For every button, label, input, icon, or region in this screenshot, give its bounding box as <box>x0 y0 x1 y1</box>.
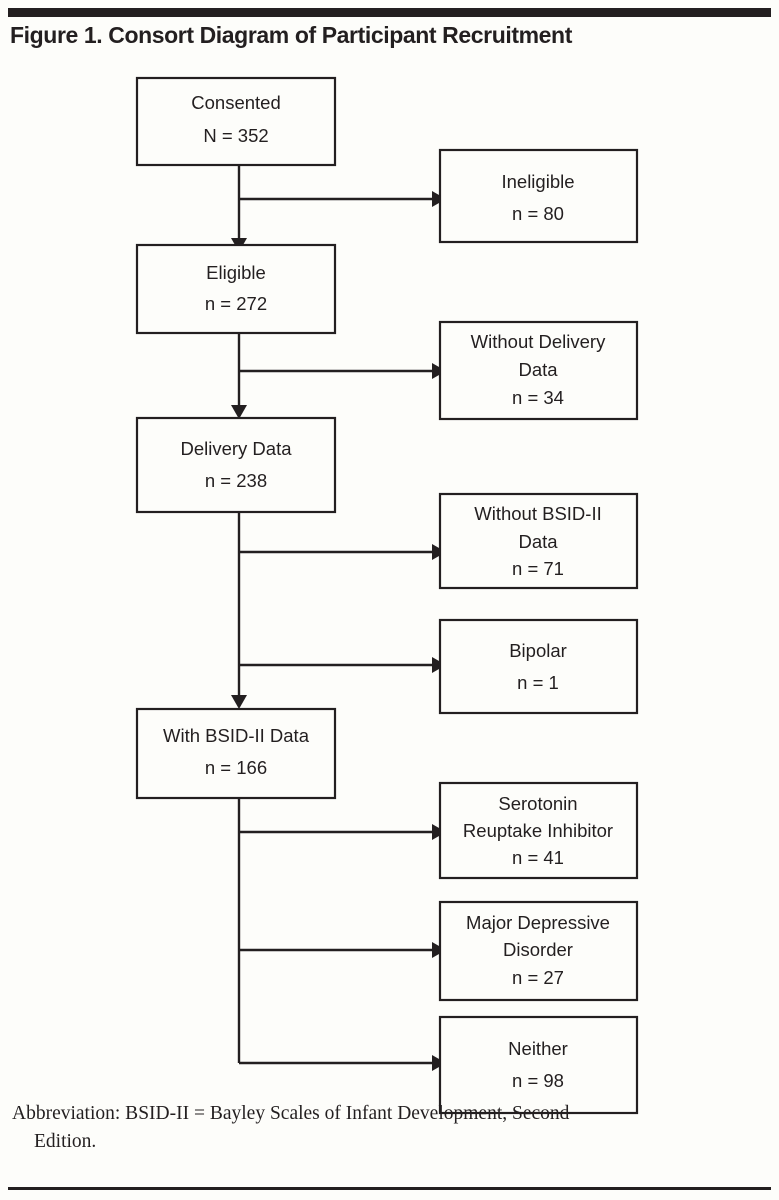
node-consented-box <box>135 76 337 167</box>
node-serotonin-reuptake-inhibitor[interactable]: Serotonin Reuptake Inhibitor n = 41 <box>438 781 639 880</box>
node-consented-label: Consented <box>191 92 280 113</box>
node-eligible[interactable]: Eligible n = 272 <box>135 243 337 335</box>
arrowhead-delivery <box>231 405 247 419</box>
node-without-bsid-data-count: n = 71 <box>512 558 564 579</box>
node-with-bsid-data-label: With BSID-II Data <box>163 725 310 746</box>
node-without-bsid-data[interactable]: Without BSID-II Data n = 71 <box>438 492 639 590</box>
node-delivery-data-count: n = 238 <box>205 470 267 491</box>
node-without-bsid-data-label-2: Data <box>518 531 558 552</box>
node-without-bsid-data-box <box>438 492 639 590</box>
arrowhead-withbsid <box>231 695 247 709</box>
node-ineligible[interactable]: Ineligible n = 80 <box>438 148 639 244</box>
figure-footnote: Abbreviation: BSID-II = Bayley Scales of… <box>12 1100 752 1155</box>
node-major-depressive-disorder-label-1: Major Depressive <box>466 912 610 933</box>
bottom-rule <box>8 1187 771 1190</box>
node-with-bsid-data[interactable]: With BSID-II Data n = 166 <box>135 707 337 800</box>
node-ineligible-label: Ineligible <box>501 171 574 192</box>
node-without-delivery-data-count: n = 34 <box>512 387 564 408</box>
node-eligible-label: Eligible <box>206 262 266 283</box>
node-neither[interactable]: Neither n = 98 <box>438 1015 639 1115</box>
figure-title: Figure 1. Consort Diagram of Participant… <box>10 22 572 48</box>
node-without-delivery-data-label-1: Without Delivery <box>471 331 606 352</box>
node-ineligible-count: n = 80 <box>512 203 564 224</box>
node-major-depressive-disorder-box <box>438 900 639 1002</box>
node-eligible-box <box>135 243 337 335</box>
node-serotonin-reuptake-inhibitor-box <box>438 781 639 880</box>
node-consented[interactable]: Consented N = 352 <box>135 76 337 167</box>
node-neither-label: Neither <box>508 1038 568 1059</box>
node-delivery-data-label: Delivery Data <box>180 438 292 459</box>
node-bipolar-count: n = 1 <box>517 672 559 693</box>
node-serotonin-reuptake-inhibitor-label-1: Serotonin <box>498 793 577 814</box>
node-major-depressive-disorder-label-2: Disorder <box>503 939 573 960</box>
node-neither-box <box>438 1015 639 1115</box>
node-delivery-data[interactable]: Delivery Data n = 238 <box>135 416 337 514</box>
node-bipolar[interactable]: Bipolar n = 1 <box>438 618 639 715</box>
node-ineligible-box <box>438 148 639 244</box>
node-bipolar-box <box>438 618 639 715</box>
node-without-delivery-data[interactable]: Without Delivery Data n = 34 <box>438 320 639 421</box>
footnote-line-1: Abbreviation: BSID-II = Bayley Scales of… <box>12 1103 570 1124</box>
footnote-line-2: Edition. <box>34 1130 97 1152</box>
node-bipolar-label: Bipolar <box>509 640 567 661</box>
node-without-delivery-data-box <box>438 320 639 421</box>
node-major-depressive-disorder[interactable]: Major Depressive Disorder n = 27 <box>438 900 639 1002</box>
top-rule <box>8 8 771 17</box>
node-serotonin-reuptake-inhibitor-label-2: Reuptake Inhibitor <box>463 820 613 841</box>
node-consented-count: N = 352 <box>203 125 268 146</box>
node-eligible-count: n = 272 <box>205 293 267 314</box>
node-with-bsid-data-count: n = 166 <box>205 757 267 778</box>
node-major-depressive-disorder-count: n = 27 <box>512 967 564 988</box>
node-without-bsid-data-label-1: Without BSID-II <box>474 503 601 524</box>
node-neither-count: n = 98 <box>512 1070 564 1091</box>
node-without-delivery-data-label-2: Data <box>518 359 558 380</box>
node-with-bsid-data-box <box>135 707 337 800</box>
node-serotonin-reuptake-inhibitor-count: n = 41 <box>512 847 564 868</box>
node-delivery-data-box <box>135 416 337 514</box>
